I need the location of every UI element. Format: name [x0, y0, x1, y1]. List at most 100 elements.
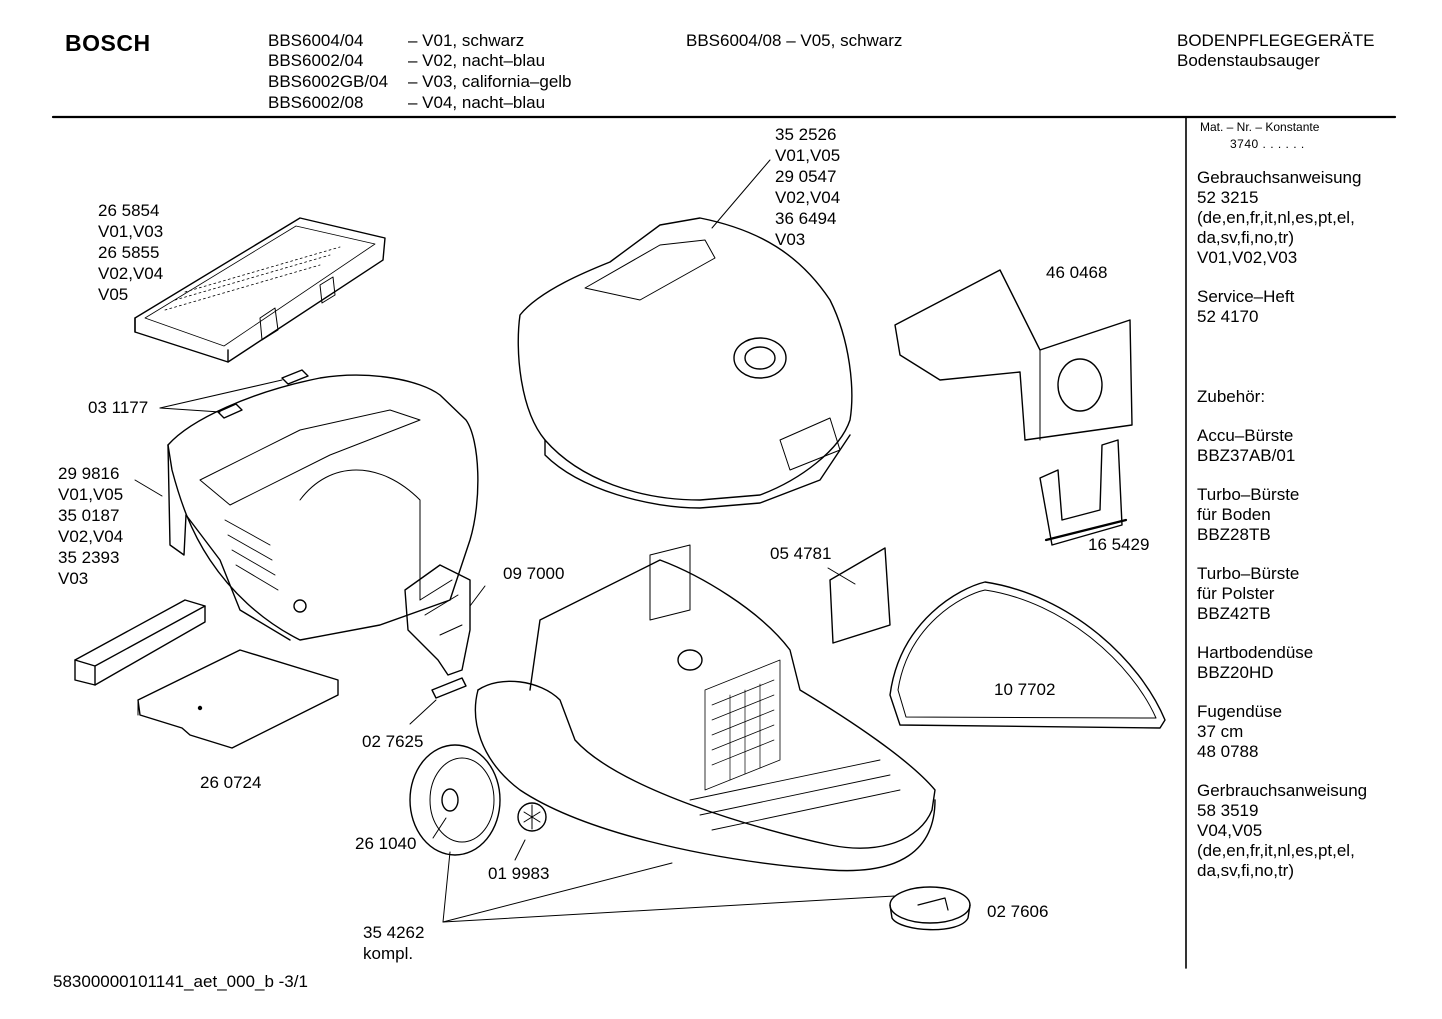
category-subtitle: Bodenstaubsauger	[1177, 51, 1320, 70]
sidebar-line: 52 4170	[1197, 307, 1259, 326]
brand-logo: BOSCH	[65, 30, 151, 56]
sidebar-line: 52 3215	[1197, 188, 1259, 207]
sidebar-line: Turbo–Bürste	[1197, 485, 1300, 504]
sidebar-line: Zubehör:	[1197, 387, 1266, 406]
part-number: 29 0547	[775, 167, 837, 186]
part-variant: V03	[775, 230, 806, 249]
part-variant: V01,V03	[98, 222, 164, 241]
part-label: 10 7702	[994, 680, 1056, 699]
sidebar-line: Fugendüse	[1197, 702, 1283, 721]
sidebar-line: 37 cm	[1197, 722, 1244, 741]
part-label-group: 35 2526 V01,V05 29 0547 V02,V04 36 6494 …	[775, 124, 840, 250]
part-label: 02 7606	[987, 902, 1049, 921]
part-label: 09 7000	[503, 564, 565, 583]
sidebar-info-column: Mat. – Nr. – Konstante 3740 . . . . . . …	[1197, 120, 1437, 900]
top-cover-drawing	[517, 217, 853, 509]
seal-drawing	[889, 581, 1166, 729]
model-extra: BBS6004/08 – V05, schwarz	[686, 31, 903, 50]
base-body-drawing	[474, 544, 936, 872]
part-label: 46 0468	[1046, 263, 1108, 282]
part-variant: V01,V05	[58, 485, 124, 504]
part-label: 26 0724	[200, 773, 262, 792]
part-number: 36 6494	[775, 209, 837, 228]
sidebar-line: BBZ37AB/01	[1197, 446, 1296, 465]
part-number: 35 4262	[363, 923, 425, 942]
part-number: 26 5855	[98, 243, 160, 262]
sidebar-line: Hartbodendüse	[1197, 643, 1314, 662]
category-title: BODENPFLEGEGERÄTE	[1177, 31, 1375, 50]
sidebar-line: 48 0788	[1197, 742, 1259, 761]
leader-lines	[134, 159, 896, 923]
part-label: 01 9983	[488, 864, 550, 883]
part-label: 03 1177	[88, 398, 149, 417]
sidebar-line: BBZ20HD	[1197, 663, 1274, 682]
part-number: 35 2526	[775, 125, 837, 144]
model-variant: – V03, california–gelb	[408, 72, 572, 91]
hub-drawing	[517, 802, 547, 832]
model-code: BBS6004/04	[268, 31, 364, 50]
part-number: 29 9816	[58, 464, 120, 483]
sidebar-line: Service–Heft	[1197, 287, 1295, 306]
sidebar-line: da,sv,fi,no,tr)	[1197, 861, 1294, 880]
sidebar-line: für Polster	[1197, 584, 1275, 603]
model-variant: – V01, schwarz	[408, 31, 525, 50]
part-label: 16 5429	[1088, 535, 1150, 554]
part-variant: V02,V04	[98, 264, 164, 283]
sidebar-line: Gebrauchsanweisung	[1197, 168, 1362, 187]
part-label-group: 26 5854 V01,V03 26 5855 V02,V04 V05	[98, 200, 163, 305]
wheel-drawing	[409, 744, 501, 856]
part-note: kompl.	[363, 944, 414, 963]
part-label-group: 35 4262 kompl.	[363, 922, 424, 964]
part-number: 35 0187	[58, 506, 120, 525]
sidebar-line: Turbo–Bürste	[1197, 564, 1300, 583]
clips-drawing	[217, 369, 309, 419]
constant-label: Mat. – Nr. – Konstante	[1200, 120, 1320, 134]
constant-value: 3740 . . . . . .	[1230, 137, 1305, 151]
sidebar-line: BBZ28TB	[1197, 525, 1271, 544]
sidebar-line: 58 3519	[1197, 801, 1259, 820]
filter-pad-drawing	[829, 547, 891, 644]
model-code: BBS6002/08	[268, 93, 364, 112]
part-label-group: 29 9816 V01,V05 35 0187 V02,V04 35 2393 …	[58, 463, 123, 589]
part-number: 35 2393	[58, 548, 120, 567]
sidebar-line: Gerbrauchsanweisung	[1197, 781, 1368, 800]
document-id: 58300000101141_aet_000_b -3/1	[53, 972, 308, 991]
part-variant: V01,V05	[775, 146, 841, 165]
sidebar-line: Accu–Bürste	[1197, 426, 1294, 445]
sidebar-block: Zubehör:	[1197, 387, 1437, 407]
part-label: 05 4781	[770, 544, 832, 563]
sidebar-line: V04,V05	[1197, 821, 1263, 840]
part-label: 02 7625	[362, 732, 424, 751]
sidebar-line: (de,en,fr,it,nl,es,pt,el,	[1197, 841, 1355, 860]
sidebar-line: V01,V02,V03	[1197, 248, 1298, 267]
part-variant: V02,V04	[58, 527, 124, 546]
model-variant: – V02, nacht–blau	[408, 51, 546, 70]
part-number: 26 5854	[98, 201, 160, 220]
foam-and-base-filter-drawing	[74, 599, 339, 749]
part-label: 26 1040	[355, 834, 417, 853]
housing-drawing	[167, 374, 479, 641]
model-variant: – V04, nacht–blau	[408, 93, 546, 112]
model-code: BBS6002/04	[268, 51, 364, 70]
bag-holder-drawing	[1039, 439, 1128, 546]
part-variant: V05	[98, 285, 129, 304]
part-variant: V03	[58, 569, 89, 588]
filter-lid-drawing	[134, 217, 386, 363]
sidebar-line: da,sv,fi,no,tr)	[1197, 228, 1294, 247]
sidebar-line: für Boden	[1197, 505, 1271, 524]
dust-bag-drawing	[894, 269, 1133, 441]
valve-drawing	[404, 564, 471, 699]
model-code: BBS6002GB/04	[268, 72, 389, 91]
caster-drawing	[889, 886, 971, 931]
